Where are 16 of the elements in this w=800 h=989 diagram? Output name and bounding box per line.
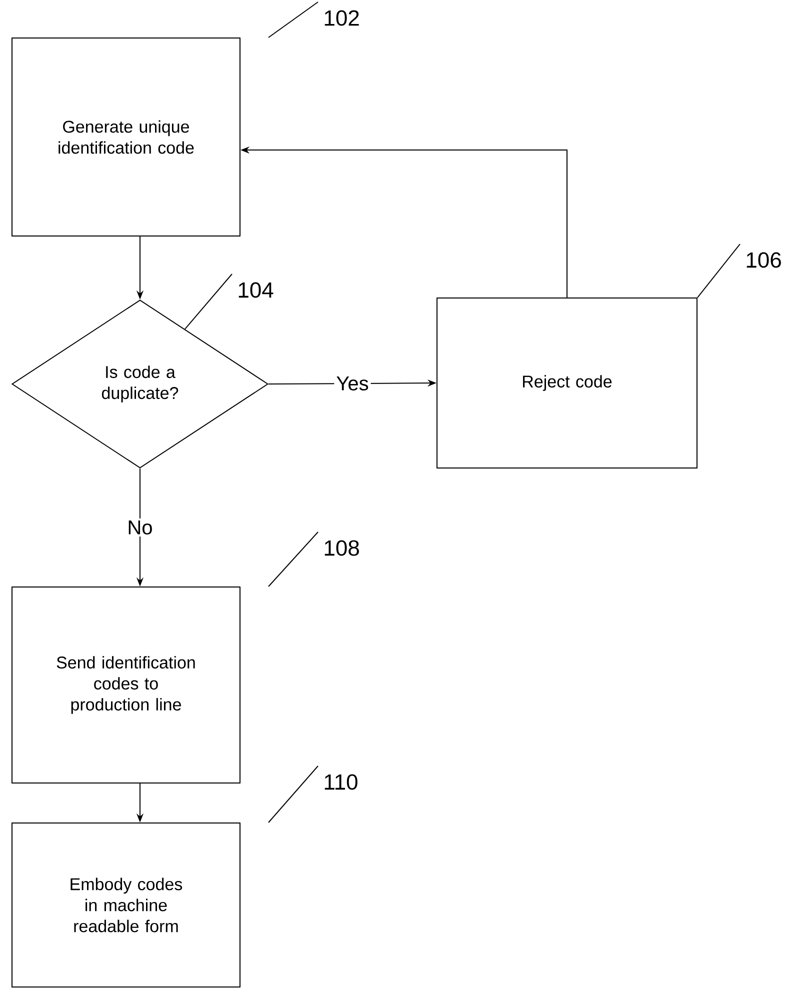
- callout-number: 108: [324, 540, 359, 556]
- leader-line: [184, 274, 232, 330]
- process-box: Generate unique identification code: [12, 38, 240, 236]
- callout-number: 106: [746, 252, 781, 268]
- callout-number: 104: [238, 282, 274, 298]
- leader-line: [268, 766, 318, 823]
- callout-number: 110: [324, 774, 358, 790]
- callout-number: 102: [324, 10, 359, 26]
- leader-line: [268, 532, 318, 587]
- process-box: Send identification codes to production line: [12, 586, 240, 784]
- edge-label: Yes: [334, 374, 371, 392]
- leader-line: [268, 2, 318, 38]
- leader-line: [697, 244, 740, 298]
- process-box: Embody codes in machine readable form: [12, 822, 240, 988]
- edge-label: No: [125, 518, 155, 536]
- process-box: Reject code: [436, 298, 698, 468]
